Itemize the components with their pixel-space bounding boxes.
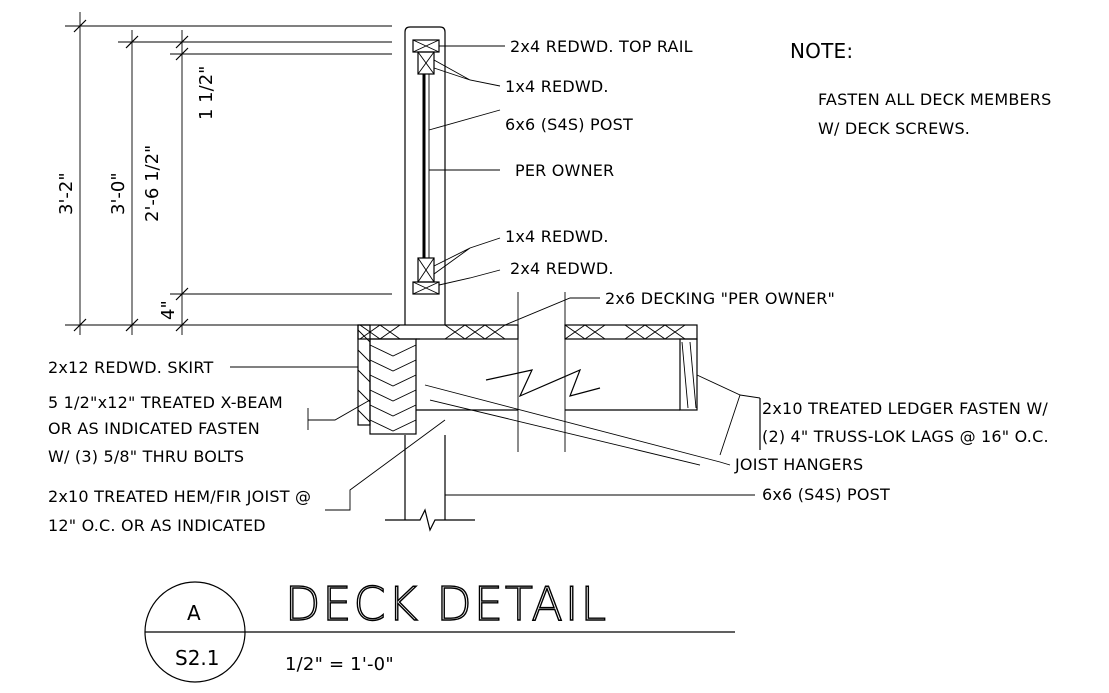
label-joist-hangers: JOIST HANGERS [734,455,863,474]
label-decking: 2x6 DECKING "PER OWNER" [605,289,835,308]
label-top-rail: 2x4 REDWD. TOP RAIL [510,37,693,56]
title-block: A S2.1 DECK DETAIL 1/2" = 1'-0" [144,576,735,683]
railing-assembly [412,39,440,295]
label-joist-2: 12" O.C. OR AS INDICATED [48,516,266,535]
label-ledger-1: 2x10 TREATED LEDGER FASTEN W/ [762,399,1048,418]
dim-infill: 2'-6 1/2" [142,145,163,222]
label-2x4: 2x4 REDWD. [510,259,614,278]
note-line-2: W/ DECK SCREWS. [818,119,970,138]
label-1x4-upper: 1x4 REDWD. [505,77,609,96]
deck-structure [357,292,698,452]
leader-lines [230,45,761,511]
sheet-number: S2.1 [175,646,220,670]
note-heading: NOTE: [790,39,853,63]
dim-overall: 3'-2" [56,172,77,215]
label-1x4-lower: 1x4 REDWD. [505,227,609,246]
label-post-top: 6x6 (S4S) POST [505,115,633,134]
general-note: NOTE: FASTEN ALL DECK MEMBERS W/ DECK SC… [790,39,1052,138]
label-xbeam-2: OR AS INDICATED FASTEN [48,419,260,438]
label-skirt: 2x12 REDWD. SKIRT [48,358,213,377]
dimension-lines: 3'-2" 3'-0" 2'-6 1/2" 1 1/2" 4" [56,12,392,335]
detail-letter: A [187,601,201,625]
label-xbeam-3: W/ (3) 5/8" THRU BOLTS [48,447,244,466]
note-line-1: FASTEN ALL DECK MEMBERS [818,90,1052,109]
label-xbeam-1: 5 1/2"x12" TREATED X-BEAM [48,393,283,412]
label-post-bottom: 6x6 (S4S) POST [762,485,890,504]
dim-rail-height: 3'-0" [108,172,129,215]
dim-top-gap: 1 1/2" [196,66,217,120]
callout-labels: 2x4 REDWD. TOP RAIL 1x4 REDWD. 6x6 (S4S)… [48,37,1049,535]
detail-title: DECK DETAIL [285,577,608,631]
label-per-owner: PER OWNER [515,161,614,180]
label-joist-1: 2x10 TREATED HEM/FIR JOIST @ [48,487,311,506]
label-ledger-2: (2) 4" TRUSS-LOK LAGS @ 16" O.C. [762,427,1049,446]
dim-bottom-gap: 4" [158,300,179,320]
detail-scale: 1/2" = 1'-0" [285,654,394,675]
